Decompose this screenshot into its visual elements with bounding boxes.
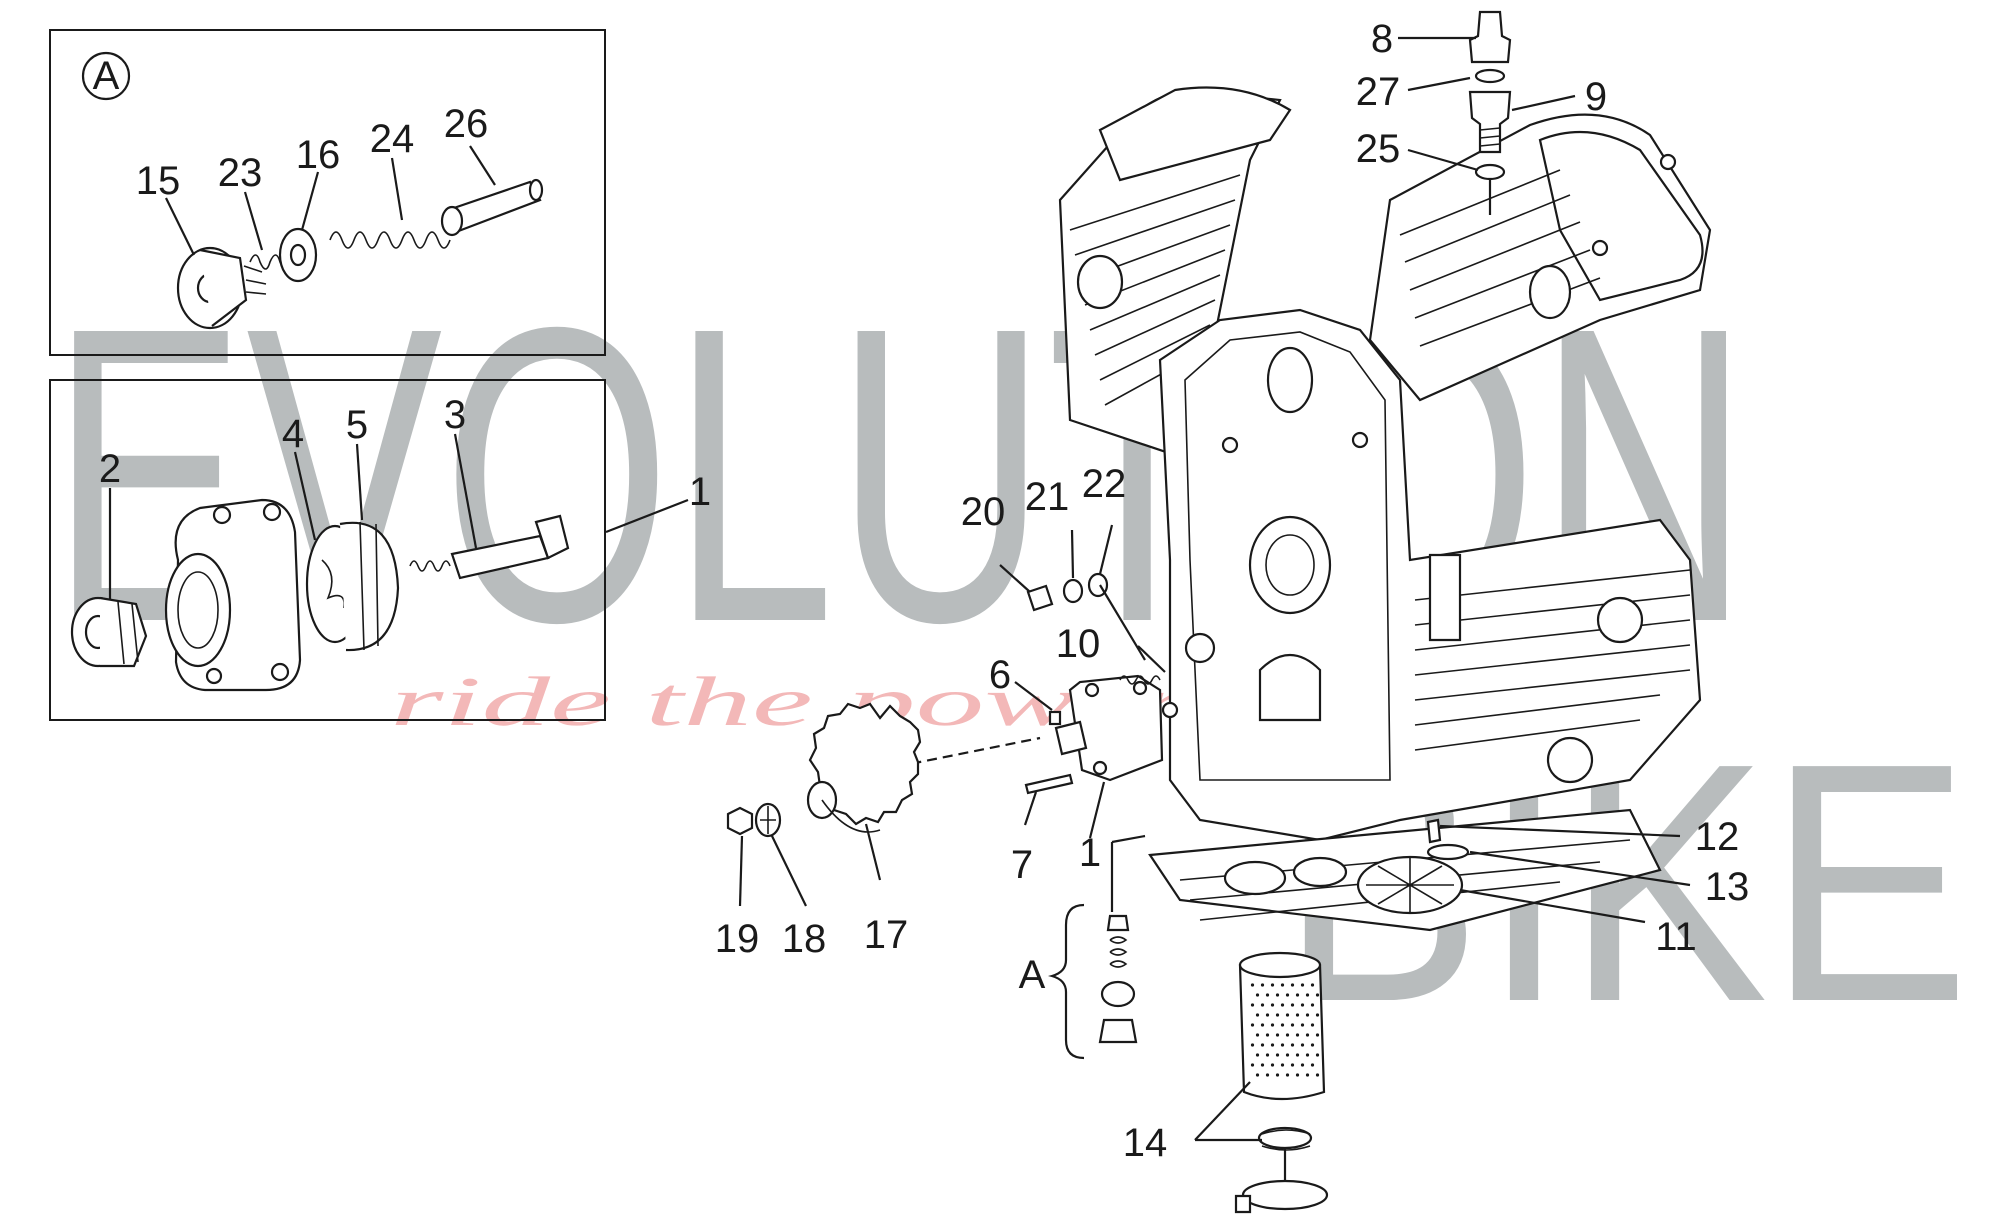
label-6: 6 [989, 653, 1011, 697]
callout-a-group [1048, 903, 1138, 1060]
label-19: 19 [715, 917, 760, 961]
inset-box-valve-frame [49, 29, 606, 356]
inset-letter-a: A [93, 54, 120, 98]
oil-strainer-group [1356, 818, 1470, 915]
label-18: 18 [782, 917, 827, 961]
engine-left-cylinder [1058, 86, 1292, 462]
bolt-20 [1026, 584, 1054, 612]
inset-letter-circle [81, 51, 131, 101]
washer-21 [1062, 578, 1084, 604]
valve-washer [278, 227, 318, 283]
label-16: 16 [296, 133, 341, 177]
label-7: 7 [1011, 843, 1033, 887]
inset-a-leaders [165, 145, 496, 256]
label-27: 27 [1356, 70, 1401, 114]
label-2: 2 [99, 447, 121, 491]
pump-housing-1 [1068, 674, 1164, 782]
label-15: 15 [136, 159, 181, 203]
washer-25 [1474, 163, 1506, 181]
drive-gear-group [726, 702, 922, 838]
adapter-9 [1468, 90, 1512, 154]
inset-box-oil-pump: 2 4 5 3 1 [49, 379, 711, 721]
inset-box-valve: A 15 23 [49, 29, 606, 356]
washer-13 [1426, 843, 1470, 861]
spring-10 [1119, 675, 1161, 685]
pump-nut [70, 596, 148, 668]
label-22: 22 [1082, 462, 1127, 506]
label-8: 8 [1371, 17, 1393, 61]
label-25: 25 [1356, 127, 1401, 171]
screw-7 [1024, 773, 1074, 795]
oil-filter-14 [1234, 951, 1329, 1214]
engine-assembly [1058, 86, 1712, 932]
label-24: 24 [370, 117, 415, 161]
label-17: 17 [864, 913, 909, 957]
dowel-6 [1048, 710, 1062, 726]
label-3: 3 [444, 393, 466, 437]
pump-shaft [409, 514, 570, 580]
inset-1-leaders [108, 433, 689, 600]
nut-19 [726, 806, 754, 836]
valve-spring-long [329, 231, 451, 249]
pump-body [164, 498, 302, 692]
label-23: 23 [218, 151, 263, 195]
screw-12 [1426, 818, 1442, 844]
main-labels: 8 27 9 25 20 21 22 10 6 7 1 17 18 19 12 … [715, 17, 1750, 1165]
label-13: 13 [1705, 865, 1750, 909]
label-20: 20 [961, 490, 1006, 534]
washer-27 [1474, 68, 1506, 84]
oil-pump-installed [879, 674, 1164, 795]
callout-a-letter: A [1019, 953, 1046, 997]
strainer-11 [1356, 855, 1464, 915]
label-14: 14 [1123, 1121, 1168, 1165]
label-5: 5 [346, 403, 368, 447]
inset-box-oil-pump-frame [49, 379, 606, 721]
label-12: 12 [1695, 815, 1740, 859]
valve-piston [440, 178, 544, 237]
label-1-bottom: 1 [1079, 831, 1101, 875]
valve-cap [176, 246, 267, 330]
main-leaders [738, 36, 1691, 1142]
filter-mesh-dots [1250, 983, 1320, 1077]
label-1-top: 1 [689, 470, 711, 514]
label-4: 4 [282, 412, 304, 456]
oil-pressure-sensor-stack [1468, 10, 1512, 215]
engine-right-cylinder [1368, 113, 1712, 402]
pump-outer-rotor [339, 521, 400, 652]
label-9: 9 [1585, 75, 1607, 119]
label-10: 10 [1056, 622, 1101, 666]
label-11: 11 [1655, 915, 1697, 959]
pump-stub [1054, 720, 1088, 756]
label-26: 26 [444, 102, 489, 146]
label-21: 21 [1025, 475, 1070, 519]
drive-gear-17 [808, 702, 922, 826]
engine-crankcase [1158, 308, 1702, 842]
bolt-washer-oring-group [1026, 572, 1146, 661]
